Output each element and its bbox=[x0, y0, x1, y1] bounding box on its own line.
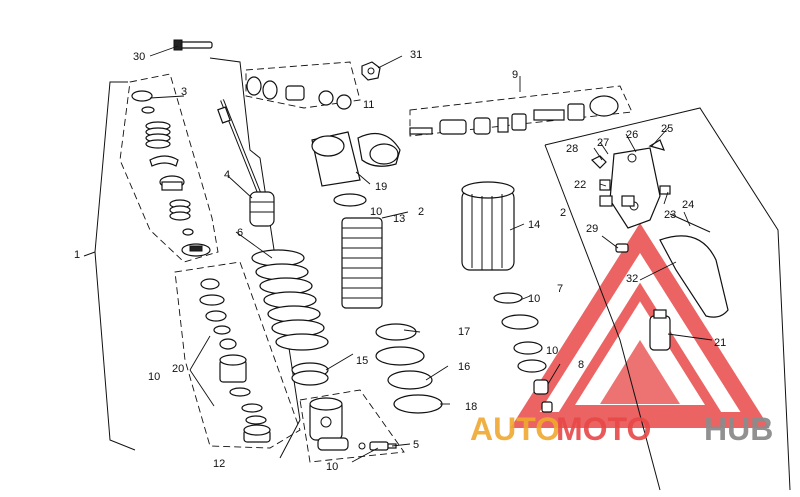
callout-16: 16 bbox=[458, 361, 470, 373]
left-stack bbox=[131, 90, 271, 443]
top-eye-11 bbox=[246, 76, 352, 110]
callout-28: 28 bbox=[566, 143, 578, 155]
right-stack bbox=[493, 292, 553, 413]
rings-16-17-18 bbox=[375, 323, 443, 414]
bracket-group-1 bbox=[83, 57, 301, 459]
shaft-3 bbox=[217, 99, 264, 201]
watermark-hub: HUB bbox=[704, 411, 773, 447]
damper-head bbox=[311, 131, 401, 187]
callout-22: 22 bbox=[574, 179, 586, 191]
callout-15: 15 bbox=[356, 355, 368, 367]
callout-21: 21 bbox=[714, 337, 726, 349]
callout-27: 27 bbox=[597, 137, 609, 149]
watermark-moto: MOTO bbox=[556, 411, 651, 447]
callout-10-b: 10 bbox=[528, 293, 540, 305]
watermark-auto: AUTO bbox=[470, 411, 560, 447]
callout-2-a: 2 bbox=[418, 206, 424, 218]
callout-18: 18 bbox=[465, 401, 477, 413]
callout-13: 13 bbox=[393, 213, 405, 225]
callout-6: 6 bbox=[237, 227, 243, 239]
callout-8: 8 bbox=[578, 359, 584, 371]
callout-4: 4 bbox=[224, 169, 230, 181]
nut-31 bbox=[361, 61, 381, 81]
bump-rubber-4 bbox=[249, 191, 275, 227]
callouts: 30 31 9 3 11 4 19 10 13 2 14 2 6 1 7 10 … bbox=[74, 49, 726, 473]
frame-panel bbox=[544, 107, 791, 491]
callout-31: 31 bbox=[410, 49, 422, 61]
watermark-logo bbox=[510, 223, 770, 428]
callout-30: 30 bbox=[133, 51, 145, 63]
callout-32: 32 bbox=[626, 273, 638, 285]
callout-2-b: 2 bbox=[560, 207, 566, 219]
callout-19: 19 bbox=[375, 181, 387, 193]
clip-29 bbox=[615, 243, 629, 253]
callout-10-d: 10 bbox=[148, 371, 160, 383]
callout-11: 11 bbox=[363, 99, 374, 111]
callout-7: 7 bbox=[557, 283, 563, 295]
callout-1: 1 bbox=[74, 249, 80, 261]
bolt-30 bbox=[173, 39, 213, 51]
group-outlines bbox=[119, 61, 633, 463]
bracket-assembly bbox=[590, 139, 711, 233]
callout-29: 29 bbox=[586, 223, 598, 235]
leader-lines bbox=[149, 45, 713, 463]
coil-spring-6 bbox=[251, 249, 329, 351]
callout-14: 14 bbox=[528, 219, 540, 231]
ring-15 bbox=[291, 362, 329, 386]
callout-9: 9 bbox=[512, 69, 518, 81]
callout-10-e: 10 bbox=[326, 461, 338, 473]
adjuster-9 bbox=[409, 95, 619, 135]
clevis-5 bbox=[309, 397, 397, 451]
bottle-21 bbox=[649, 309, 671, 351]
fender-32 bbox=[659, 235, 729, 318]
reservoir-14 bbox=[461, 181, 515, 271]
callout-25: 25 bbox=[661, 123, 673, 135]
callout-5: 5 bbox=[413, 439, 419, 451]
callout-10-c: 10 bbox=[546, 345, 558, 357]
callout-23: 23 bbox=[664, 209, 676, 221]
callout-24: 24 bbox=[682, 199, 694, 211]
callout-12: 12 bbox=[213, 458, 225, 470]
watermark-text: AUTO MOTO HUB bbox=[470, 411, 773, 447]
callout-20: 20 bbox=[172, 363, 184, 375]
callout-3: 3 bbox=[181, 86, 187, 98]
callout-10-a: 10 bbox=[370, 206, 382, 218]
callout-26: 26 bbox=[626, 129, 638, 141]
damper-body-13 bbox=[333, 193, 383, 309]
callout-17: 17 bbox=[458, 326, 470, 338]
